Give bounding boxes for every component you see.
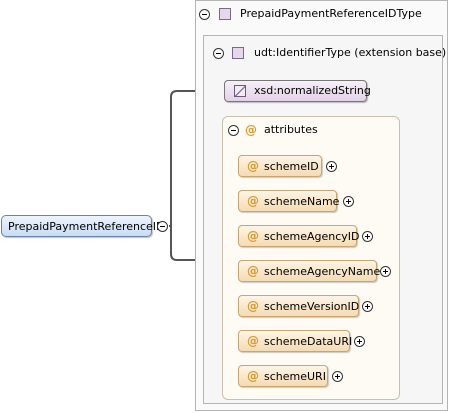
expand-toggle-attribute[interactable] (354, 336, 365, 347)
attribute-name: schemeURI (264, 370, 326, 383)
expand-toggle-attribute[interactable] (343, 196, 354, 207)
connector-line (170, 226, 222, 261)
attribute-icon: @ (247, 194, 259, 208)
attribute-name: schemeDataURI (264, 335, 353, 348)
expand-toggle-attribute[interactable] (332, 371, 343, 382)
connector-line (169, 90, 224, 227)
attribute-icon: @ (247, 369, 259, 383)
attribute-node[interactable]: @ schemeURI (238, 365, 328, 387)
complex-type-name: PrepaidPaymentReferenceIDType (240, 7, 422, 20)
attribute-name: schemeName (264, 195, 340, 208)
attribute-name: schemeAgencyName (264, 265, 381, 278)
expand-toggle-attribute[interactable] (380, 266, 391, 277)
attribute-node[interactable]: @ schemeID (238, 155, 322, 177)
attribute-node[interactable]: @ schemeAgencyName (238, 260, 381, 282)
expand-toggle-attribute[interactable] (362, 231, 373, 242)
root-element-node[interactable]: PrepaidPaymentReferenceID (1, 215, 165, 237)
complex-type-icon (219, 8, 231, 20)
collapse-toggle-extension[interactable] (213, 48, 224, 59)
extension-base-name: udt:IdentifierType (extension base) (254, 46, 447, 59)
collapse-toggle-root[interactable] (157, 221, 168, 232)
attribute-name: schemeAgencyID (264, 230, 360, 243)
extension-type-icon (232, 47, 244, 59)
expand-toggle-attribute[interactable] (362, 301, 373, 312)
simple-content-name: xsd:normalizedString (254, 84, 371, 97)
simple-content-node[interactable]: xsd:normalizedString (224, 80, 371, 102)
attribute-icon: @ (247, 264, 259, 278)
expand-toggle-attribute[interactable] (326, 161, 337, 172)
attribute-icon: @ (247, 229, 259, 243)
attribute-icon: @ (247, 334, 259, 348)
attribute-node[interactable]: @ schemeDataURI (238, 330, 353, 352)
collapse-toggle-type[interactable] (199, 9, 210, 20)
attribute-node[interactable]: @ schemeName (238, 190, 340, 212)
attribute-node[interactable]: @ schemeVersionID (238, 295, 359, 317)
attribute-icon: @ (247, 159, 259, 173)
attribute-name: schemeVersionID (264, 300, 360, 313)
collapse-toggle-attributes[interactable] (228, 125, 239, 136)
attributes-label: attributes (264, 123, 318, 136)
root-element-name: PrepaidPaymentReferenceID (8, 220, 165, 233)
simple-type-icon (234, 85, 246, 97)
attribute-icon: @ (247, 299, 259, 313)
attributes-group: @ attributes @ schemeID @ schemeName @ s… (222, 116, 400, 400)
attribute-name: schemeID (264, 160, 319, 173)
attribute-node[interactable]: @ schemeAgencyID (238, 225, 360, 247)
attribute-group-icon: @ (245, 123, 257, 137)
